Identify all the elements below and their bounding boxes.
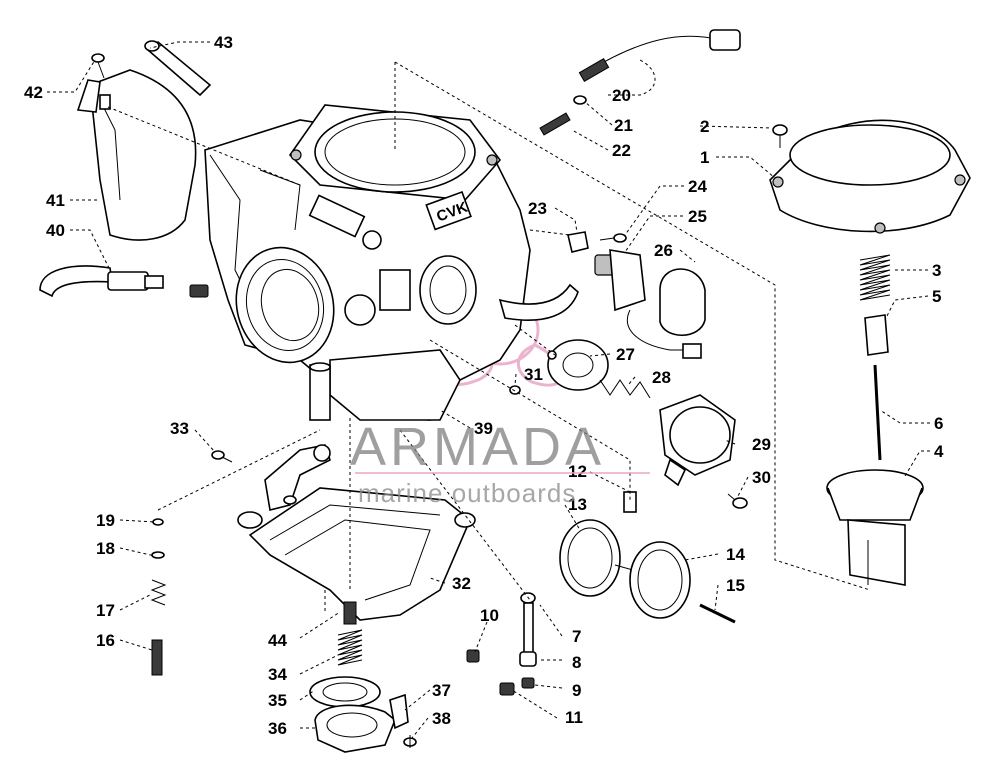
screw-44 xyxy=(343,601,357,625)
screw-2 xyxy=(772,124,788,148)
washer-31 xyxy=(509,385,521,395)
callout-8: 8 xyxy=(572,653,581,672)
diaphragm-piston-4 xyxy=(826,469,924,586)
clip-23 xyxy=(567,231,589,253)
pilot-jet-10 xyxy=(466,649,480,663)
washer-21 xyxy=(573,95,587,105)
callout-27: 27 xyxy=(616,345,635,364)
callout-17: 17 xyxy=(96,601,115,620)
screw-33 xyxy=(211,450,233,463)
callout-1: 1 xyxy=(700,148,709,167)
callout-18: 18 xyxy=(96,539,115,558)
callout-29: 29 xyxy=(752,435,771,454)
callout-3: 3 xyxy=(932,261,941,280)
needle-6 xyxy=(873,364,882,461)
callout-13: 13 xyxy=(568,495,587,514)
callout-16: 16 xyxy=(96,631,115,650)
callout-24: 24 xyxy=(688,177,707,196)
callout-28: 28 xyxy=(652,368,671,387)
callout-2: 2 xyxy=(700,117,709,136)
callout-30: 30 xyxy=(752,468,771,487)
spring-17 xyxy=(150,579,167,606)
screw-22 xyxy=(539,112,571,136)
callout-44: 44 xyxy=(268,631,287,650)
callout-34: 34 xyxy=(268,665,287,684)
callout-31: 31 xyxy=(524,365,543,384)
callout-labels: 1 2 3 4 5 6 7 8 9 10 11 12 13 14 15 16 1… xyxy=(24,33,944,738)
watermark-tagline: marine outboards xyxy=(358,478,576,508)
callout-26: 26 xyxy=(654,241,673,260)
plug-11 xyxy=(499,682,515,696)
callout-25: 25 xyxy=(688,207,707,226)
callout-11: 11 xyxy=(565,708,583,727)
callout-12: 12 xyxy=(568,462,587,481)
lever-arm xyxy=(264,444,331,511)
o-ring-19 xyxy=(152,518,164,526)
bracket-37 xyxy=(389,693,409,730)
needle-valve-12 xyxy=(623,491,637,513)
screw-42 xyxy=(91,53,105,79)
washer-18 xyxy=(151,551,165,559)
callout-42: 42 xyxy=(24,83,43,102)
callout-22: 22 xyxy=(612,141,631,160)
callout-36: 36 xyxy=(268,719,287,738)
callout-19: 19 xyxy=(96,511,115,530)
needle-jet-7 xyxy=(520,592,536,654)
screw-24 xyxy=(599,233,627,243)
float-bowl-32 xyxy=(237,487,476,621)
spring-34 xyxy=(337,629,363,666)
cover-41 xyxy=(76,69,197,241)
callout-15: 15 xyxy=(726,576,745,595)
callout-14: 14 xyxy=(726,545,745,564)
callout-21: 21 xyxy=(614,116,633,135)
carburetor-body: CVK xyxy=(204,104,579,421)
callout-35: 35 xyxy=(268,691,287,710)
callout-10: 10 xyxy=(480,606,499,625)
pin-15 xyxy=(699,603,736,624)
needle-holder-5 xyxy=(864,314,889,356)
callout-20: 20 xyxy=(612,86,631,105)
callout-6: 6 xyxy=(934,414,943,433)
float-14 xyxy=(629,541,691,619)
spring-3 xyxy=(859,254,891,301)
leader-lines xyxy=(47,41,930,739)
cable-20 xyxy=(578,29,741,83)
callout-41: 41 xyxy=(46,191,65,210)
callout-5: 5 xyxy=(932,287,941,306)
callout-32: 32 xyxy=(452,574,471,593)
holder-9 xyxy=(521,677,535,689)
watermark-brand: ARMADA xyxy=(350,417,605,477)
cover-29 xyxy=(659,394,736,487)
diaphragm-27 xyxy=(547,339,609,391)
screw-30 xyxy=(727,493,748,509)
callout-38: 38 xyxy=(432,709,451,728)
starter-25 xyxy=(594,249,702,359)
callout-9: 9 xyxy=(572,681,581,700)
diaphragm-35 xyxy=(309,676,381,708)
cover-36 xyxy=(314,704,396,753)
callout-37: 37 xyxy=(432,681,451,700)
callout-33: 33 xyxy=(170,419,189,438)
callout-4: 4 xyxy=(934,442,944,461)
screw-38 xyxy=(403,735,417,748)
callout-40: 40 xyxy=(46,221,65,240)
float-13 xyxy=(559,519,641,597)
callout-39: 39 xyxy=(474,419,493,438)
pilot-screw-16 xyxy=(151,639,163,676)
callout-43: 43 xyxy=(214,33,233,52)
top-cover-1 xyxy=(769,119,971,234)
hose-40 xyxy=(39,265,209,298)
spring-28 xyxy=(599,379,651,399)
cap-26 xyxy=(659,268,706,336)
hose-43 xyxy=(144,40,212,97)
main-jet-8 xyxy=(519,651,537,667)
armada-watermark: ARMADA marine outboards xyxy=(350,417,650,508)
callout-23: 23 xyxy=(528,199,547,218)
callout-7: 7 xyxy=(572,627,581,646)
